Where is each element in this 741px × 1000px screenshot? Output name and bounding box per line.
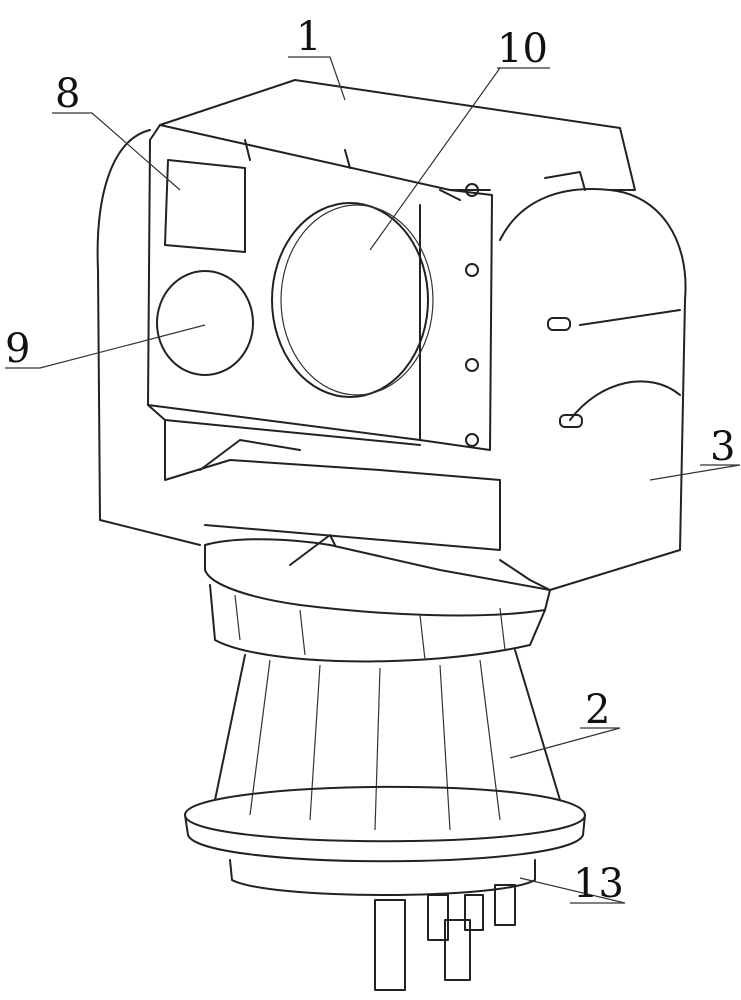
side-arm (499, 171, 687, 591)
large-lens (271, 202, 429, 398)
yoke (96, 129, 501, 551)
sensor-window (164, 159, 246, 253)
label-2: 2 (585, 687, 610, 733)
base (184, 649, 586, 863)
label-3: 3 (710, 424, 735, 470)
label-13: 13 (573, 861, 624, 907)
label-1: 1 (296, 14, 321, 60)
small-lens (156, 270, 254, 376)
label-8: 8 (55, 71, 80, 117)
label-10: 10 (497, 26, 548, 72)
leader-lines (5, 56, 741, 904)
turntable (204, 534, 551, 663)
connector-plate (229, 859, 536, 991)
label-9: 9 (5, 326, 30, 372)
camera-housing (147, 79, 636, 451)
